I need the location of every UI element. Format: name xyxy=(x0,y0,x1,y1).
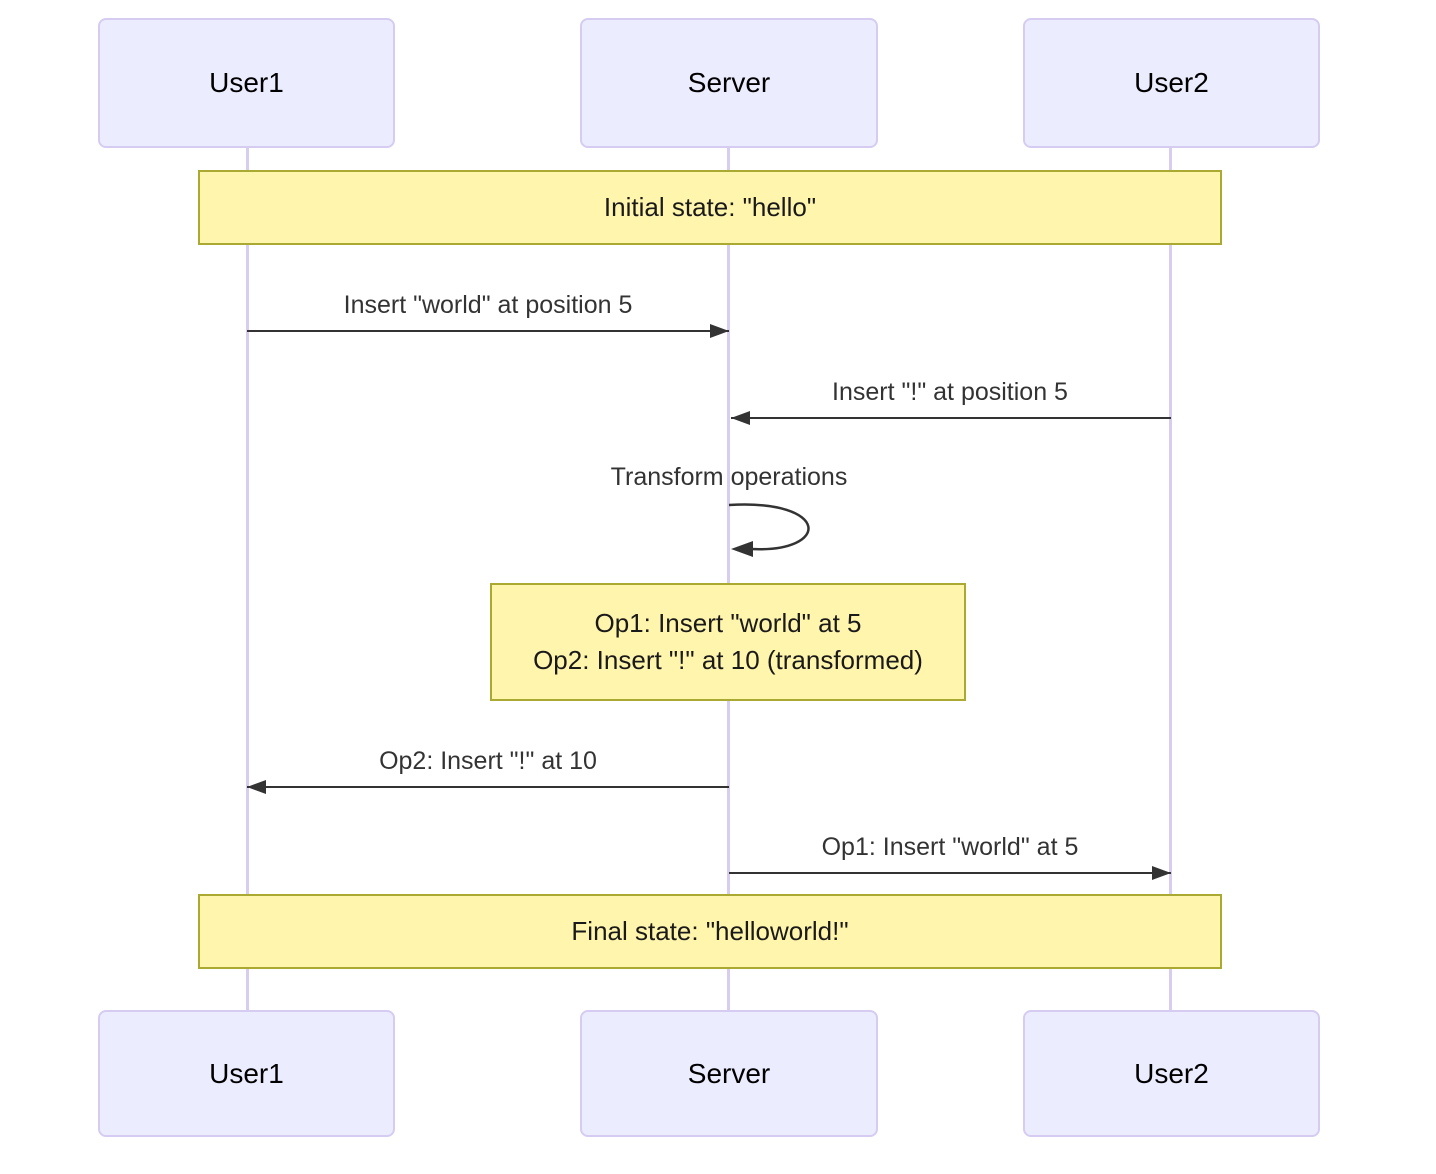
lifeline-server xyxy=(727,148,730,1010)
message-label-op1: Op1: Insert "world" at 5 xyxy=(821,833,1079,861)
message-label-op2: Op2: Insert "!" at 10 xyxy=(379,747,597,775)
lifeline-user1 xyxy=(246,148,249,1010)
actor-bottom-user2: User2 xyxy=(1023,1010,1320,1137)
self-loop-arrow-icon xyxy=(728,503,810,557)
arrowhead-right-icon xyxy=(1152,866,1171,880)
actor-label: Server xyxy=(687,67,771,98)
actor-label: User2 xyxy=(1134,1057,1209,1089)
arrowhead-left-icon xyxy=(731,411,750,425)
actor-top-user1: User1 xyxy=(98,18,395,148)
actor-bottom-user1: User1 xyxy=(98,1010,395,1137)
actor-label: User1 xyxy=(209,1057,284,1089)
message-label-transform: Transform operations xyxy=(610,463,848,491)
actor-top-user2: User2 xyxy=(1023,18,1320,148)
actor-label: Server xyxy=(687,1057,771,1089)
message-line xyxy=(731,417,1171,419)
message-label-insert-bang: Insert "!" at position 5 xyxy=(832,378,1068,406)
arrowhead-left-icon xyxy=(247,780,266,794)
note-final-state: Final state: "helloworld!" xyxy=(198,894,1222,969)
message-line xyxy=(729,872,1171,874)
note-transformed-ops: Op1: Insert "world" at 5 Op2: Insert "!"… xyxy=(490,583,966,701)
arrowhead-right-icon xyxy=(710,324,729,338)
actor-label: User1 xyxy=(209,67,284,98)
actor-bottom-server: Server xyxy=(580,1010,878,1137)
note-line-1: Op1: Insert "world" at 5 xyxy=(594,608,862,638)
note-text: Initial state: "hello" xyxy=(603,192,817,222)
message-line xyxy=(247,786,729,788)
note-initial-state: Initial state: "hello" xyxy=(198,170,1222,245)
message-line xyxy=(247,330,729,332)
lifeline-user2 xyxy=(1169,148,1172,1010)
actor-label: User2 xyxy=(1134,67,1209,98)
message-label-insert-world: Insert "world" at position 5 xyxy=(343,291,633,319)
actor-top-server: Server xyxy=(580,18,878,148)
note-line-2: Op2: Insert "!" at 10 (transformed) xyxy=(533,645,923,675)
note-text: Final state: "helloworld!" xyxy=(571,916,849,946)
